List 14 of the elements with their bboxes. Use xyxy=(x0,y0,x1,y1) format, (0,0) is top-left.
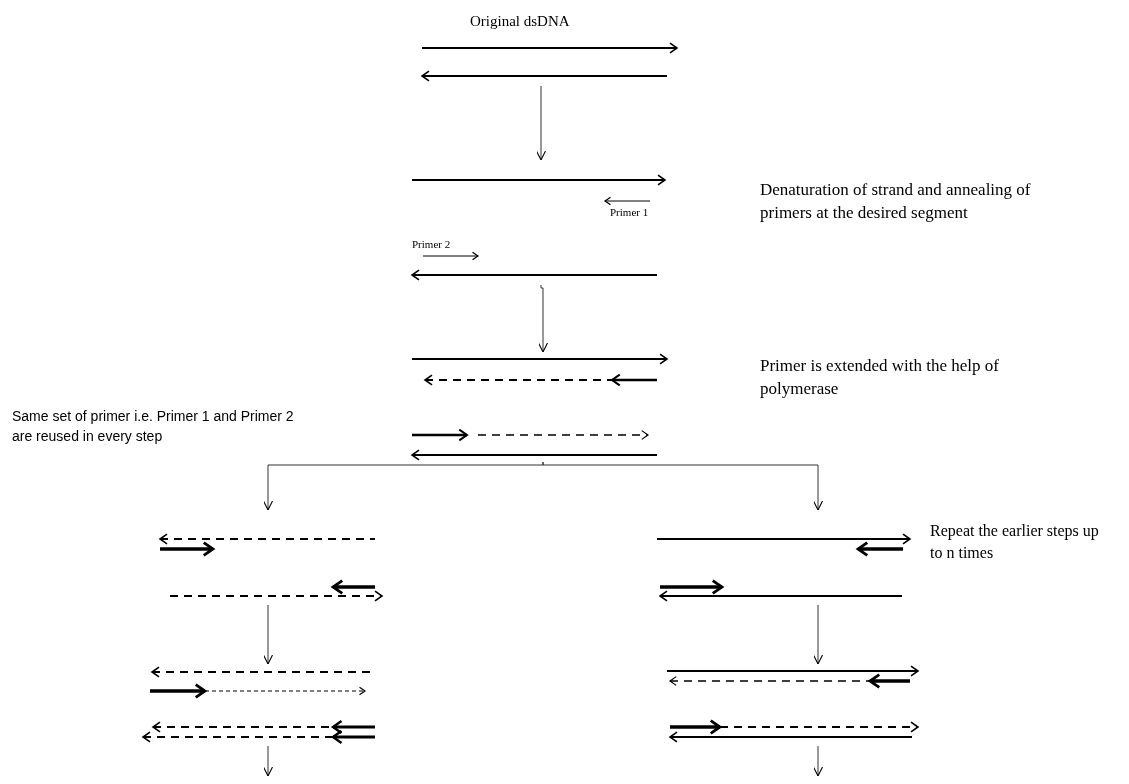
annotation-text: Primer 1 xyxy=(610,206,649,218)
arrow xyxy=(262,745,274,777)
annotation-text: Primer is extended with the help of polymerase xyxy=(760,356,999,398)
arrow xyxy=(262,604,274,665)
annotation-text: Primer 2 xyxy=(412,238,451,250)
arrow xyxy=(542,461,824,511)
annotation-text: Denaturation of strand and annealing of primers at the desired segment xyxy=(760,180,1031,222)
arrow xyxy=(535,85,547,161)
arrow xyxy=(537,284,549,353)
arrow xyxy=(812,745,824,777)
annotation-text: Same set of primer i.e. Primer 1 and Primer 2 are reused in every step xyxy=(12,408,294,444)
annotation-text: Repeat the earlier steps up to n times xyxy=(930,522,1099,561)
annotation-text: Original dsDNA xyxy=(470,13,570,29)
arrow xyxy=(812,604,824,665)
